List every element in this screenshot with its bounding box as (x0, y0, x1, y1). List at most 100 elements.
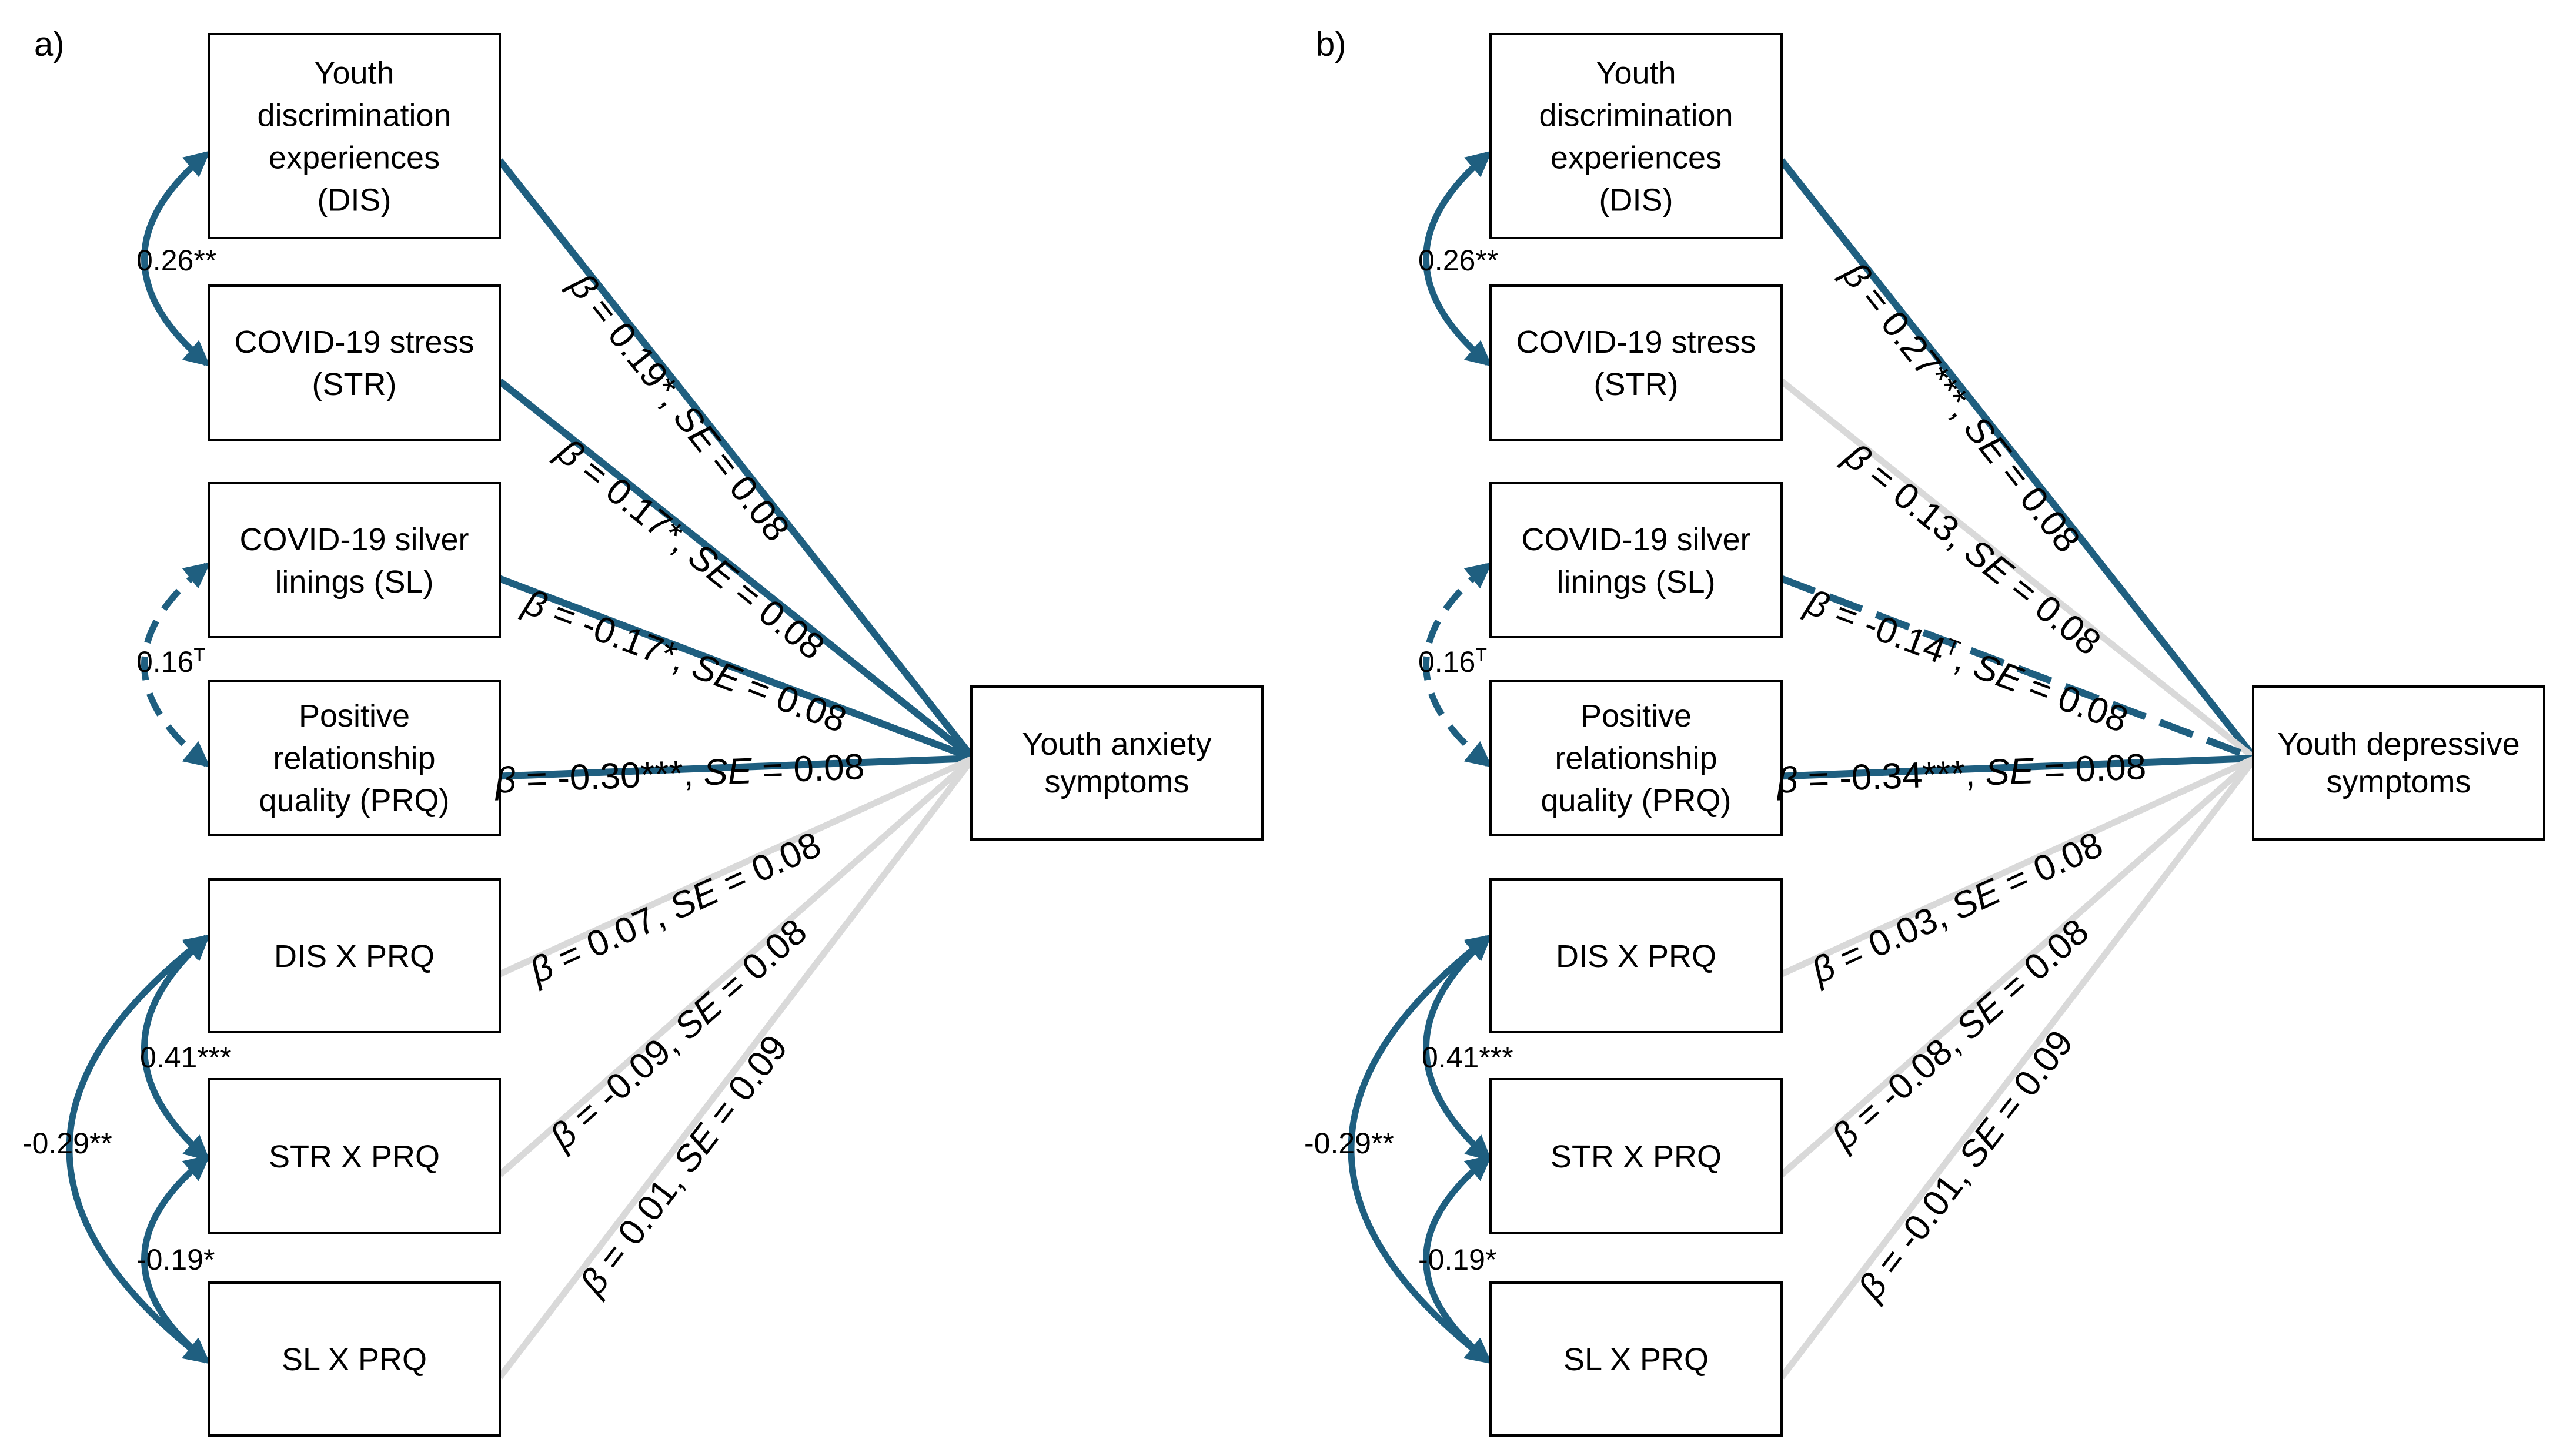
outcome-label: symptoms (1044, 764, 1189, 799)
beta-value: = 0.19* (574, 282, 684, 407)
predictor-box (208, 1281, 501, 1437)
beta-value: = -0.30*** (515, 754, 684, 801)
outcome-box (2252, 685, 2545, 841)
regression-path (498, 575, 975, 762)
se-value: = 0.08 (2014, 663, 2133, 741)
se-value: = 0.08 (719, 566, 832, 668)
predictor-label: experiences (269, 140, 440, 176)
regression-path (497, 756, 976, 1380)
predictor-label: COVID-19 silver (1521, 522, 1750, 557)
covariance-label: -0.29** (1304, 1127, 1394, 1160)
regression-path (498, 755, 975, 978)
predictor-box (1489, 680, 1783, 836)
se-value: = 0.08 (1995, 561, 2108, 663)
predictor-label: linings (SL) (1556, 564, 1715, 600)
se-value: = 0.08 (732, 663, 851, 741)
se-symbol: SE (703, 751, 753, 793)
predictor-label: DIS X PRQ (274, 939, 435, 974)
covariance-label: 0.26** (1418, 244, 1498, 277)
beta-symbol: β (1775, 759, 1799, 801)
covariance-label: -0.19* (1418, 1243, 1496, 1276)
predictor-box (208, 878, 501, 1033)
predictor-box (1489, 1281, 1783, 1437)
se-value: = 0.09 (1980, 1023, 2081, 1137)
covariance-arc (141, 562, 210, 768)
predictor-label: COVID-19 silver (239, 522, 469, 557)
predictor-box (208, 33, 501, 239)
regression-path (1779, 755, 2257, 1177)
covariance-label: 0.41*** (1422, 1041, 1513, 1074)
path-coefficient-label: β = -0.30***, SE = 0.08 (493, 747, 865, 801)
covariance-value: 0.16 (1418, 645, 1475, 678)
beta-symbol: β (493, 759, 517, 801)
regression-path (499, 755, 974, 780)
significance-superscript: T (193, 644, 205, 665)
predictor-label: (STR) (312, 367, 397, 402)
covariance-value: 0.26** (136, 244, 216, 277)
se-value: = 0.08 (1985, 911, 2096, 1016)
outcome-label: Youth depressive (2277, 727, 2519, 762)
covariance-arc (1423, 562, 1492, 768)
predictor-label: linings (SL) (275, 564, 433, 600)
separator: , (1964, 752, 1986, 794)
predictor-label: Youth (1596, 56, 1676, 91)
se-value: = 0.08 (751, 747, 866, 791)
beta-value: = 0.07 (543, 899, 662, 983)
covariance-arc (141, 934, 210, 1162)
se-value: = 0.08 (696, 436, 797, 549)
predictor-label: STR X PRQ (269, 1139, 440, 1174)
predictor-box (1489, 284, 1783, 441)
covariance-arc (141, 150, 210, 367)
path-coefficient-label: β = -0.01, SE = 0.09 (1850, 1023, 2081, 1308)
predictor-label: (STR) (1594, 367, 1679, 402)
predictor-box (208, 1078, 501, 1234)
predictor-box (208, 284, 501, 441)
covariance-value: 0.41*** (1422, 1041, 1513, 1074)
se-value: = 0.08 (2033, 747, 2147, 791)
beta-value: = 0.01 (585, 1172, 686, 1286)
regression-path (497, 378, 975, 761)
covariance-label: -0.29** (22, 1127, 112, 1160)
beta-value: = -0.14 (1820, 589, 1951, 671)
se-value: = 0.08 (703, 911, 814, 1016)
panel-label: b) (1316, 25, 1346, 63)
covariance-arc (66, 934, 210, 1364)
covariance-label: 0.26** (136, 244, 216, 277)
separator: , (683, 752, 704, 794)
predictor-box (208, 482, 501, 638)
predictor-label: experiences (1551, 140, 1722, 176)
significance-superscript: T (1475, 644, 1487, 665)
predictor-label: relationship (1555, 741, 1717, 776)
predictor-box (1489, 878, 1783, 1033)
predictor-label: COVID-19 stress (1516, 324, 1756, 360)
predictor-label: quality (PRQ) (259, 783, 449, 818)
covariance-value: 0.41*** (140, 1041, 232, 1074)
path-coefficient-label: β = -0.34***, SE = 0.08 (1775, 747, 2147, 801)
se-value: = 0.08 (1986, 447, 2088, 560)
predictor-label: Youth (314, 56, 394, 91)
beta-value: = -0.34*** (1797, 754, 1966, 801)
predictor-box (1489, 1078, 1783, 1234)
beta-value: = -0.17* (538, 589, 682, 676)
covariance-label: 0.41*** (140, 1041, 232, 1074)
outcome-box (970, 685, 1264, 841)
covariance-value: 0.16 (136, 645, 193, 678)
panel-label: a) (34, 25, 65, 63)
covariance-arc (1423, 150, 1492, 367)
path-coefficient-label: β = 0.01, SE = 0.09 (572, 1027, 796, 1303)
beta-value: = 0.13 (1853, 448, 1967, 550)
predictor-label: discrimination (257, 98, 451, 133)
predictor-label: DIS X PRQ (1556, 939, 1716, 974)
covariance-label: -0.19* (136, 1243, 215, 1276)
se-value: = 0.08 (1990, 824, 2109, 908)
covariance-value: -0.29** (1304, 1127, 1394, 1160)
beta-value: = -0.09 (558, 1031, 679, 1144)
covariance-label: 0.16T (1418, 644, 1487, 678)
predictor-box (1489, 482, 1783, 638)
regression-path (1779, 379, 2257, 761)
path-coefficient-label: β = 0.19*, SE = 0.08 (560, 265, 797, 549)
beta-value: = 0.27*** (1847, 271, 1975, 418)
regression-path (497, 158, 976, 761)
predictor-label: Positive (1580, 698, 1692, 734)
predictor-label: relationship (273, 741, 435, 776)
